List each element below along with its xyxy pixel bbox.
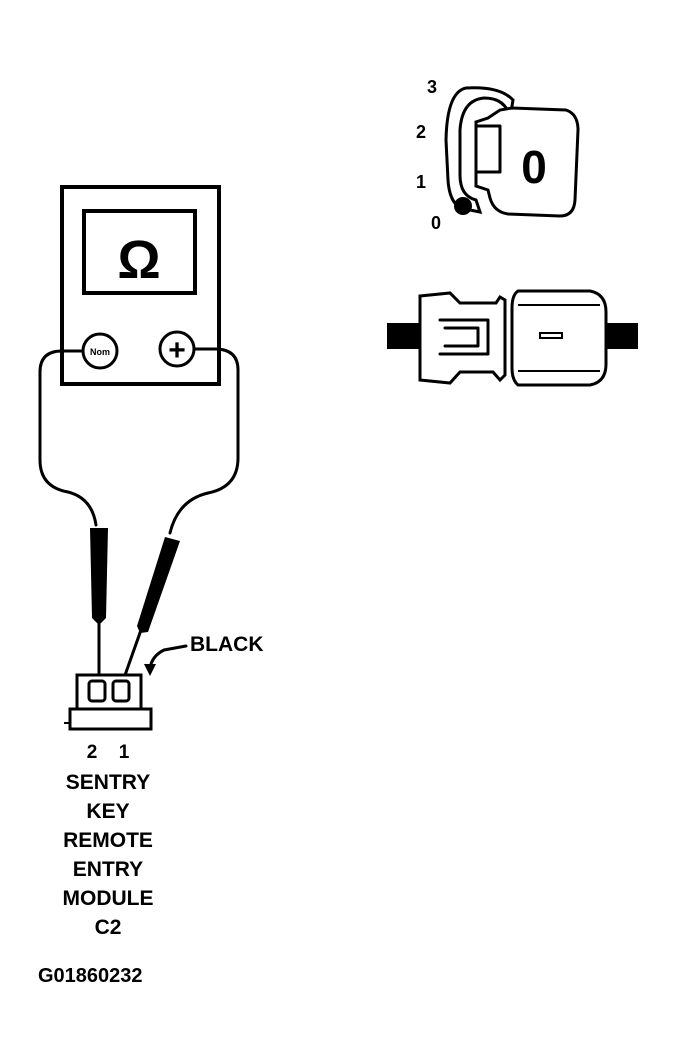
key-head-label: 0	[521, 141, 547, 193]
module-label-line-6: C2	[95, 916, 122, 939]
callout-black: BLACK	[190, 633, 264, 656]
left-probe	[90, 528, 108, 625]
in-line-connector	[387, 289, 638, 387]
module-label-line-3: REMOTE	[63, 829, 153, 852]
test-leads	[38, 347, 240, 679]
right-probe	[137, 537, 180, 633]
meter-positive-label: +	[168, 334, 186, 367]
key-position-0: 0	[431, 213, 441, 233]
connector-male-half	[418, 291, 507, 385]
key-position-1: 1	[416, 172, 426, 192]
key-position-indicator	[454, 197, 472, 215]
connector-pin-1	[111, 679, 131, 703]
ignition-key: 0 3 2 1 0	[416, 77, 580, 233]
module-label-line-5: MODULE	[63, 887, 154, 910]
key-position-2: 2	[416, 122, 426, 142]
module-label-line-2: KEY	[86, 800, 129, 823]
key-position-3: 3	[427, 77, 437, 97]
left-lead-wire	[38, 349, 98, 527]
ohm-symbol: Ω	[117, 230, 160, 290]
meter-negative-label: Nom	[90, 347, 110, 357]
pin-number-2: 2	[87, 742, 98, 763]
connector-housing	[75, 673, 143, 712]
connector-wire-right	[604, 323, 638, 349]
connector-wire-left	[387, 323, 421, 349]
module-label: SENTRY KEY REMOTE ENTRY MODULE C2	[63, 771, 154, 939]
ohmmeter: Ω Nom +	[60, 185, 221, 386]
right-lead-wire	[168, 347, 240, 535]
figure-id: G01860232	[38, 965, 143, 987]
module-label-line-1: SENTRY	[66, 771, 150, 794]
module-label-line-4: ENTRY	[73, 858, 143, 881]
connector-base	[68, 707, 153, 731]
connector-pin-2	[87, 679, 107, 703]
meter-display	[82, 209, 197, 295]
connector-c2: BLACK 2 1	[64, 633, 264, 763]
pin-number-1: 1	[119, 742, 130, 763]
